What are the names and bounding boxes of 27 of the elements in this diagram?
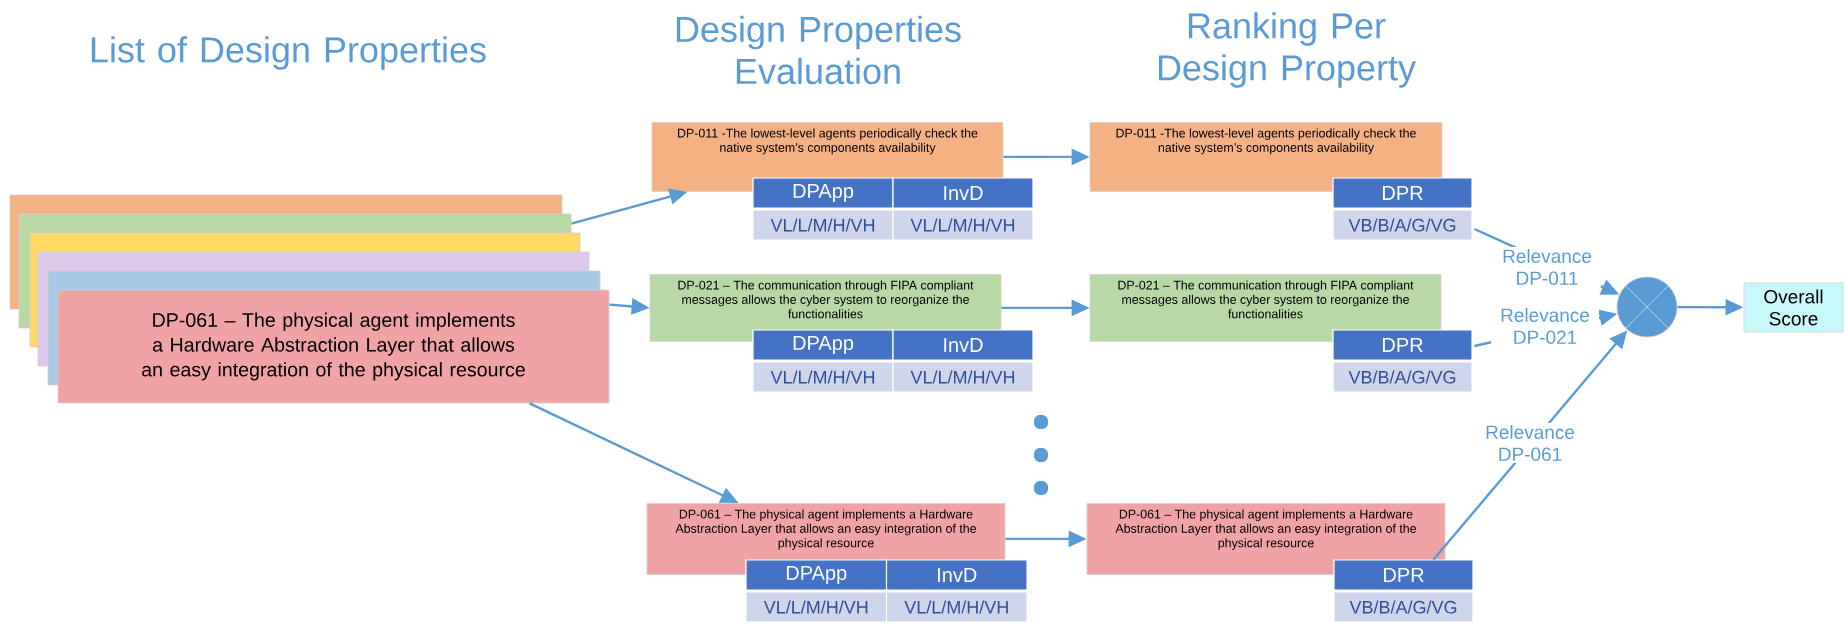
table-cell: VL/L/M/H/VH bbox=[752, 361, 894, 393]
table-cell: VL/L/M/H/VH bbox=[752, 209, 894, 241]
column-heading: Ranking Per Design Property bbox=[1158, 12, 1416, 88]
multiply-circle bbox=[1616, 276, 1678, 338]
table-header-cell: DPApp bbox=[752, 329, 894, 361]
table-cell: VB/B/A/G/VG bbox=[1332, 361, 1473, 393]
column-heading: List of Design Properties bbox=[91, 36, 486, 70]
table-cell: VB/B/A/G/VG bbox=[1332, 209, 1473, 241]
table-cell: VL/L/M/H/VH bbox=[892, 209, 1034, 241]
table-header-cell: DPApp bbox=[745, 559, 888, 591]
table-header-cell: DPApp bbox=[752, 177, 894, 209]
edge-label: Relevance DP-011 bbox=[1493, 247, 1601, 287]
column-heading: Design Properties Evaluation bbox=[676, 15, 961, 85]
table-header-cell: InvD bbox=[892, 329, 1034, 361]
table-header-cell: InvD bbox=[885, 559, 1028, 591]
edge-label: Relevance DP-021 bbox=[1491, 306, 1599, 346]
table-header-cell: InvD bbox=[892, 177, 1034, 209]
table-header-cell: DPR bbox=[1333, 559, 1474, 591]
table-cell: VL/L/M/H/VH bbox=[892, 361, 1034, 393]
table-header-cell: DPR bbox=[1332, 177, 1473, 209]
table-cell: VB/B/A/G/VG bbox=[1333, 591, 1474, 623]
table-cell: VL/L/M/H/VH bbox=[885, 591, 1028, 623]
table-cell: VL/L/M/H/VH bbox=[745, 591, 888, 623]
table-header-cell: DPR bbox=[1332, 329, 1473, 361]
score-box: Overall Score bbox=[1743, 282, 1844, 333]
edge-label: Relevance DP-061 bbox=[1476, 423, 1584, 463]
property-card: DP-061 – The physical agent implements a Hardware Abstraction Layer that allows an easy integration of the physical resource bbox=[57, 289, 610, 404]
